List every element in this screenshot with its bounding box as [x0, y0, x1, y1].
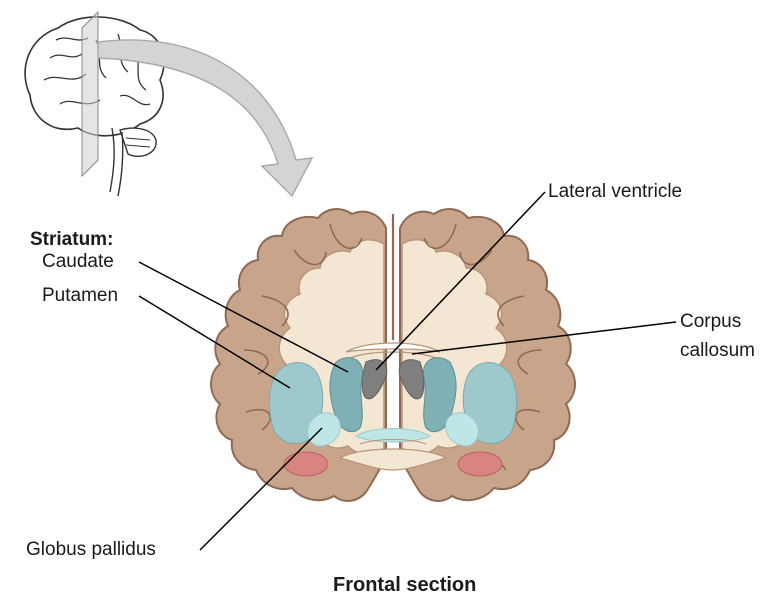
globus-pallidus-label: Globus pallidus — [26, 539, 156, 561]
red-structure-left — [284, 452, 328, 476]
striatum-heading: Striatum: — [30, 229, 113, 251]
corpus-callosum-label-line1: Corpus — [680, 311, 741, 333]
lateral-ventricle-label: Lateral ventricle — [548, 181, 682, 203]
caudate-label: Caudate — [42, 251, 114, 273]
putamen-label: Putamen — [42, 285, 118, 307]
figure-caption: Frontal section — [333, 574, 476, 596]
frontal-section — [211, 209, 575, 501]
corpus-callosum-label-line2: callosum — [680, 340, 755, 362]
red-structure-right — [458, 452, 502, 476]
